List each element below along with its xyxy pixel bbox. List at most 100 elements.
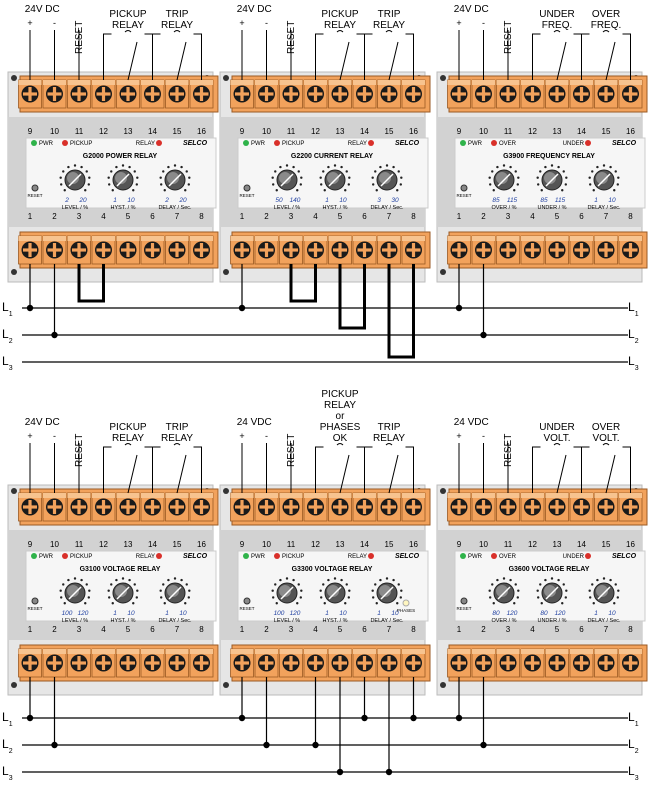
dial-tick — [136, 589, 139, 592]
dial-max-label: 115 — [555, 197, 566, 204]
contact-arc — [553, 443, 561, 446]
screw-slot-v — [52, 243, 57, 257]
terminal-number-top: 13 — [553, 127, 562, 136]
contact-wire — [103, 33, 112, 80]
dial-tick — [162, 583, 165, 586]
model-name: G3100 VOLTAGE RELAY — [80, 566, 161, 573]
terminal-number-top: 12 — [528, 127, 537, 136]
dial-tick — [537, 596, 540, 599]
screw-slot-v — [126, 87, 130, 101]
dial-tick — [564, 596, 567, 599]
contact-wire — [315, 33, 324, 80]
dial-tick — [488, 589, 491, 592]
terminal-highlight — [165, 493, 189, 498]
terminal-number-top: 15 — [173, 127, 182, 136]
dial-min-label: 85 — [540, 197, 548, 204]
dial-tick — [614, 170, 617, 173]
terminal-highlight — [92, 80, 115, 85]
junction-dot — [480, 331, 487, 339]
contact-wire — [103, 446, 112, 493]
terminal-number-top: 13 — [124, 540, 133, 549]
screw-slot-v — [628, 87, 633, 101]
screw-slot-v — [289, 243, 293, 257]
dial-tick — [85, 170, 88, 173]
screw-slot-v — [604, 87, 608, 101]
terminal-highlight — [619, 236, 642, 241]
terminal-number-top: 10 — [479, 127, 488, 136]
line-label-sub: 3 — [9, 365, 13, 372]
bottom-terminal — [569, 235, 594, 265]
top-terminal — [18, 79, 42, 109]
supply-plus: + — [27, 431, 32, 441]
screw-slot-v — [313, 500, 318, 514]
dial-min-label: 85 — [492, 197, 500, 204]
relay-label: RELAY — [112, 433, 144, 444]
dial-tick — [371, 589, 374, 592]
terminal-highlight — [521, 80, 544, 85]
terminal-number-bottom: 6 — [579, 625, 584, 634]
relay-label: OK — [333, 433, 348, 444]
terminal-number-bottom: 4 — [313, 625, 318, 634]
screw-slot-v — [579, 500, 584, 514]
dial-tick — [613, 602, 616, 605]
dial-tick — [85, 583, 88, 586]
terminal-highlight — [92, 236, 115, 241]
top-terminal — [328, 492, 352, 522]
dial-name-label: DELAY / Sec. — [370, 205, 404, 211]
screw-slot-v — [506, 500, 510, 514]
dial-tick — [539, 583, 542, 586]
relay-led — [368, 140, 374, 146]
dial-name-label: LEVEL / % — [274, 205, 301, 211]
junction-dot — [238, 304, 246, 312]
contact-arm — [605, 41, 616, 81]
dial-tick — [88, 589, 91, 592]
reset-button — [243, 184, 251, 192]
contact-wire — [152, 446, 161, 493]
bottom-terminal — [116, 648, 140, 678]
bottom-terminal — [279, 648, 303, 678]
terminal-highlight — [328, 80, 352, 85]
dial-tick — [133, 583, 136, 586]
top-terminal — [254, 492, 279, 522]
terminal-number-top: 12 — [311, 540, 320, 549]
dial-tick — [297, 583, 300, 586]
contact-arc — [173, 30, 181, 33]
dial-tick — [557, 165, 560, 169]
led-label-relay: RELAY — [348, 141, 367, 147]
terminal-highlight — [141, 236, 164, 241]
dial-tick — [320, 183, 323, 186]
dial-tick — [300, 589, 303, 592]
screw-slot-v — [52, 656, 57, 670]
dial-tick — [396, 189, 399, 192]
terminal-highlight — [141, 80, 164, 85]
terminal-highlight — [92, 649, 115, 654]
terminal-highlight — [619, 80, 642, 85]
top-labels: 24V DC+-RESETPICKUPRELAYTRIPRELAY — [237, 4, 414, 81]
junction-dot — [51, 331, 58, 339]
contact-arm — [605, 454, 616, 494]
top-terminal — [67, 79, 91, 109]
dial-name-label: UNDER / % — [537, 205, 566, 211]
terminal-number-bottom: 8 — [411, 625, 416, 634]
reset-button-label: RESET — [27, 606, 42, 611]
junction-dot — [361, 714, 368, 722]
contact-arm — [127, 454, 138, 494]
relay-label: OVER — [592, 422, 620, 433]
screw-slot-v — [28, 500, 32, 514]
dial-tick — [550, 164, 554, 167]
line-label-sub: 2 — [9, 338, 13, 345]
terminal-number-top: 14 — [148, 127, 157, 136]
dial-tick — [565, 176, 568, 179]
dial-tick — [322, 583, 325, 586]
dial-knob-shine — [115, 585, 127, 597]
dial-knob-shine — [379, 585, 391, 597]
terminal-highlight — [67, 493, 91, 498]
terminal-highlight — [570, 493, 593, 498]
reset-button — [460, 597, 468, 605]
